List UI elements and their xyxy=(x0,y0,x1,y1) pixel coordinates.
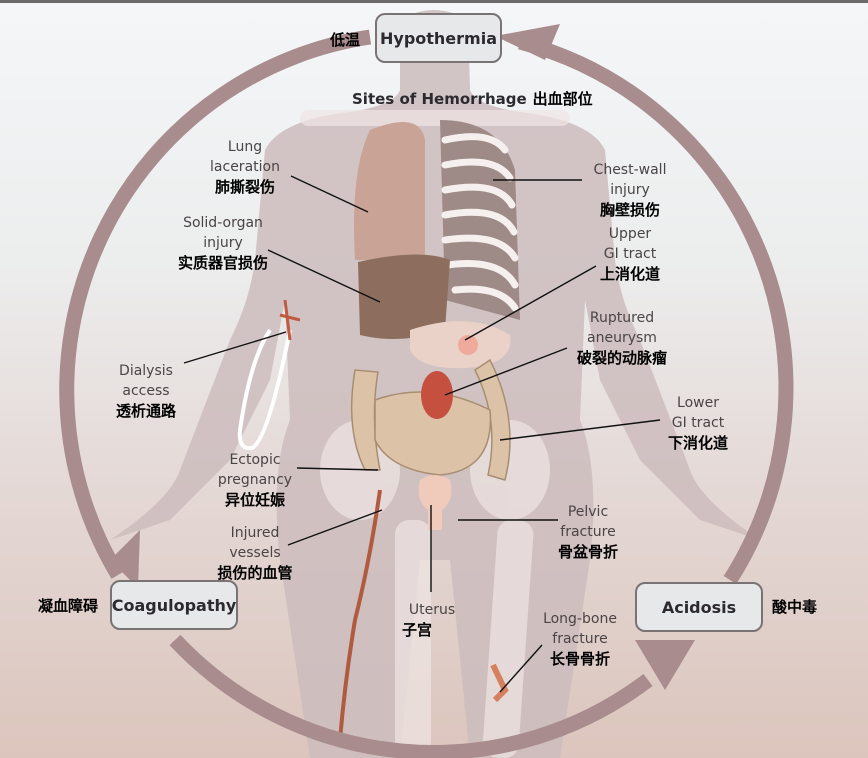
injured-vessel xyxy=(338,489,382,741)
aneurysm xyxy=(421,371,453,419)
title-zh: 出血部位 xyxy=(532,90,593,108)
dialysis-vessels xyxy=(279,299,301,341)
coagulopathy-zh: 凝血障碍 xyxy=(38,597,99,615)
diagram-title: Sites of Hemorrhage 出血部位 xyxy=(352,88,593,109)
liver xyxy=(358,254,450,339)
label-long-bone-fracture: Long-bone fracture 长骨骨折 xyxy=(543,611,617,668)
dialysis-loop xyxy=(237,328,292,451)
bones xyxy=(300,110,570,758)
cycle-arrowheads xyxy=(110,24,695,690)
coagulopathy-box: Coagulopathy xyxy=(110,580,238,630)
label-injured-vessels: Injured vessels 损伤的血管 xyxy=(217,525,293,582)
cycle-ring xyxy=(59,29,794,758)
label-pelvic-fracture: Pelvic fracture 骨盆骨折 xyxy=(557,504,618,561)
pointer-lines xyxy=(183,175,661,693)
label-uterus: Uterus 子宫 xyxy=(402,602,456,639)
coagulopathy-label: Coagulopathy xyxy=(111,595,237,615)
intestines xyxy=(350,358,511,481)
title-en: Sites of Hemorrhage xyxy=(352,90,527,108)
uterus xyxy=(418,475,452,530)
bone-fracture xyxy=(490,663,509,703)
label-ruptured-aneurysm: Ruptured aneurysm 破裂的动脉瘤 xyxy=(576,310,667,367)
hypothermia-label: Hypothermia xyxy=(380,28,497,48)
label-upper-gi: Upper GI tract 上消化道 xyxy=(599,226,660,283)
label-chest-wall: Chest-wall injury 胸壁损伤 xyxy=(593,162,667,219)
label-dialysis-access: Dialysis access 透析通路 xyxy=(115,363,176,420)
label-solid-organ: Solid-organ injury 实质器官损伤 xyxy=(177,215,268,272)
hypothermia-box: Hypothermia xyxy=(375,13,502,63)
hypothermia-zh: 低温 xyxy=(330,31,361,49)
top-border xyxy=(0,0,868,3)
label-lower-gi: Lower GI tract 下消化道 xyxy=(667,395,728,452)
label-ectopic-pregnancy: Ectopic pregnancy 异位妊娠 xyxy=(217,452,293,509)
acidosis-zh: 酸中毒 xyxy=(772,598,818,616)
right-lung xyxy=(354,122,425,260)
label-lung-laceration: Lung laceration 肺撕裂伤 xyxy=(210,139,280,196)
rib-cage xyxy=(440,120,520,320)
acidosis-box: Acidosis xyxy=(635,582,763,632)
acidosis-label: Acidosis xyxy=(661,597,737,617)
